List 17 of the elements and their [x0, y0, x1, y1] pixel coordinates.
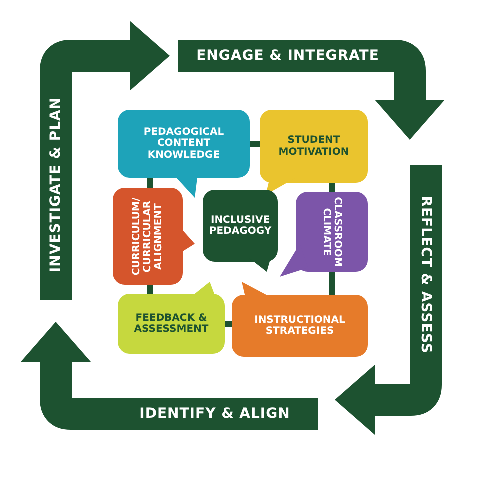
bubble-label: CURRICULUM/ CURRICULAR ALIGNMENT — [131, 196, 165, 278]
connector-line — [148, 178, 154, 188]
bubble-label: INCLUSIVE PEDAGOGY — [208, 214, 273, 238]
bubble-label: PEDAGOGICAL CONTENT KNOWLEDGE — [142, 127, 226, 161]
arrow-label: IDENTIFY & ALIGN — [138, 405, 292, 423]
connector-line — [148, 285, 154, 294]
arrow-label: INVESTIGATE & PLAN — [47, 96, 65, 275]
connector-line — [329, 183, 335, 192]
connector-line — [250, 141, 260, 147]
arrow-label: REFLECT & ASSESS — [417, 195, 435, 356]
bubble-label: CLASSROOM CLIMATE — [320, 196, 344, 268]
connector-line — [225, 322, 232, 328]
bubble-label: FEEDBACK & ASSESSMENT — [133, 312, 210, 336]
bubble-label: STUDENT MOTIVATION — [278, 135, 350, 158]
connector-line — [329, 272, 335, 295]
bubble-label: INSTRUCTIONAL STRATEGIES — [254, 314, 346, 338]
arrow-label: ENGAGE & INTEGRATE — [196, 47, 380, 65]
